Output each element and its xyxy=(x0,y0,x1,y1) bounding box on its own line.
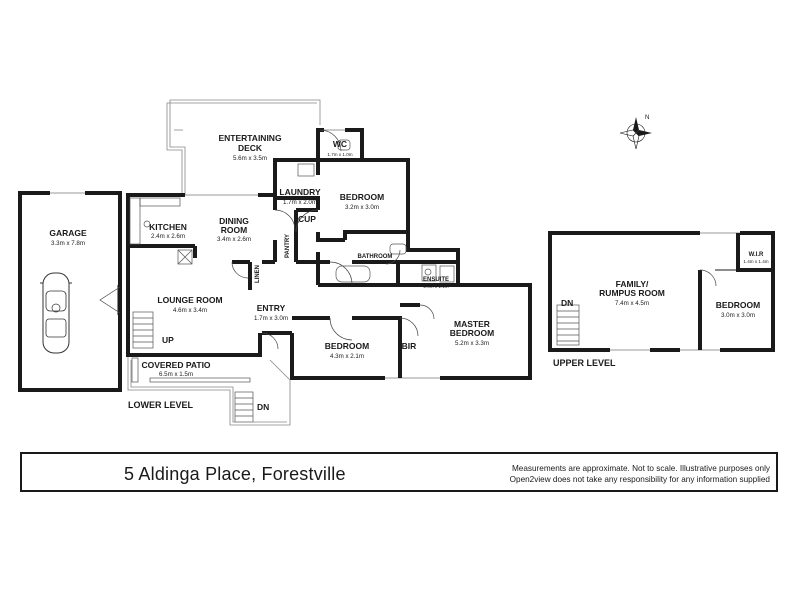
garage: GARAGE 3.3m x 7.8m xyxy=(18,191,122,392)
bedroom-upper-name: BEDROOM xyxy=(716,300,760,310)
family-name-2: RUMPUS ROOM xyxy=(599,288,665,298)
stairs-down xyxy=(234,391,254,423)
cup-name: CUP xyxy=(298,214,316,224)
patio-dim: 6.5m x 1.5m xyxy=(159,371,193,378)
lower-level-walls xyxy=(126,128,532,380)
upper-level-walls xyxy=(548,231,775,352)
bir-name: BIR xyxy=(402,341,417,351)
upper-level-label: UPPER LEVEL xyxy=(553,358,616,368)
laundry-name: LAUNDRY xyxy=(279,187,321,197)
fixtures xyxy=(129,139,455,283)
wir-name: W.I.R xyxy=(749,252,764,258)
address-banner: 5 Aldinga Place, Forestville Measurement… xyxy=(20,452,778,492)
linen-name: LINEN xyxy=(255,265,261,283)
disclaimer: Measurements are approximate. Not to sca… xyxy=(510,463,770,485)
bedroom-upper-dim: 3.0m x 3.0m xyxy=(721,312,755,319)
entertaining-deck: ENTERTAINING DECK 5.6m x 3.5m xyxy=(166,99,321,195)
ensuite-dim: 2.0m x 1.1m xyxy=(423,284,448,289)
dn-marker: DN xyxy=(257,402,269,412)
wc-dim: 1.7m x 1.0m xyxy=(327,152,352,157)
deck-name-1: ENTERTAINING xyxy=(218,133,282,143)
stairs-up xyxy=(132,311,154,349)
garage-dim: 3.3m x 7.8m xyxy=(51,240,85,247)
deck-name-2: DECK xyxy=(238,143,263,153)
bathroom-name: BATHROOM xyxy=(358,254,393,260)
master-name-1: MASTER xyxy=(454,319,490,329)
dn-upper-marker: DN xyxy=(561,298,573,308)
wc-name: WC xyxy=(333,139,347,149)
bedroom-top-dim: 3.2m x 3.0m xyxy=(345,204,379,211)
bedroom-top-name: BEDROOM xyxy=(340,192,384,202)
master-dim: 5.2m x 3.3m xyxy=(455,340,489,347)
covered-patio xyxy=(127,357,291,426)
car-icon xyxy=(40,272,72,354)
disclaimer-line-2: Open2view does not take any responsibili… xyxy=(509,475,770,484)
dining-name-2: ROOM xyxy=(221,225,247,235)
entry-name: ENTRY xyxy=(257,303,286,313)
family-dim: 7.4m x 4.5m xyxy=(615,300,649,307)
garage-name: GARAGE xyxy=(49,228,87,238)
lounge-name: LOUNGE ROOM xyxy=(157,295,222,305)
lounge-dim: 4.6m x 3.4m xyxy=(173,307,207,314)
deck-dim: 5.6m x 3.5m xyxy=(233,155,267,162)
doors xyxy=(231,129,435,350)
master-name-2: BEDROOM xyxy=(450,328,494,338)
disclaimer-line-1: Measurements are approximate. Not to sca… xyxy=(511,464,770,473)
lower-level-label: LOWER LEVEL xyxy=(128,400,194,410)
dining-name-1: DINING xyxy=(219,216,249,226)
property-address: 5 Aldinga Place, Forestville xyxy=(124,464,346,484)
ensuite-name: ENSUITE xyxy=(423,277,449,283)
laundry-dim: 1.7m x 2.0m xyxy=(283,199,317,206)
north-label: N xyxy=(645,114,649,121)
up-marker: UP xyxy=(162,335,174,345)
dining-dim: 3.4m x 2.6m xyxy=(217,236,251,243)
family-name-1: FAMILY/ xyxy=(616,279,649,289)
kitchen-dim: 2.4m x 2.6m xyxy=(151,233,185,240)
entry-dim: 1.7m x 3.0m xyxy=(254,315,288,322)
wir-dim: 1.4m x 1.4m xyxy=(743,259,768,264)
bedroom-bottom-dim: 4.3m x 2.1m xyxy=(330,353,364,360)
pantry-name: PANTRY xyxy=(285,234,291,258)
patio-name: COVERED PATIO xyxy=(141,360,210,370)
bedroom-bottom-name: BEDROOM xyxy=(325,341,369,351)
north-arrow-icon: N xyxy=(619,114,652,150)
bathroom-dim: 2.4m x 1.9m xyxy=(362,260,387,265)
kitchen-name: KITCHEN xyxy=(149,222,187,232)
